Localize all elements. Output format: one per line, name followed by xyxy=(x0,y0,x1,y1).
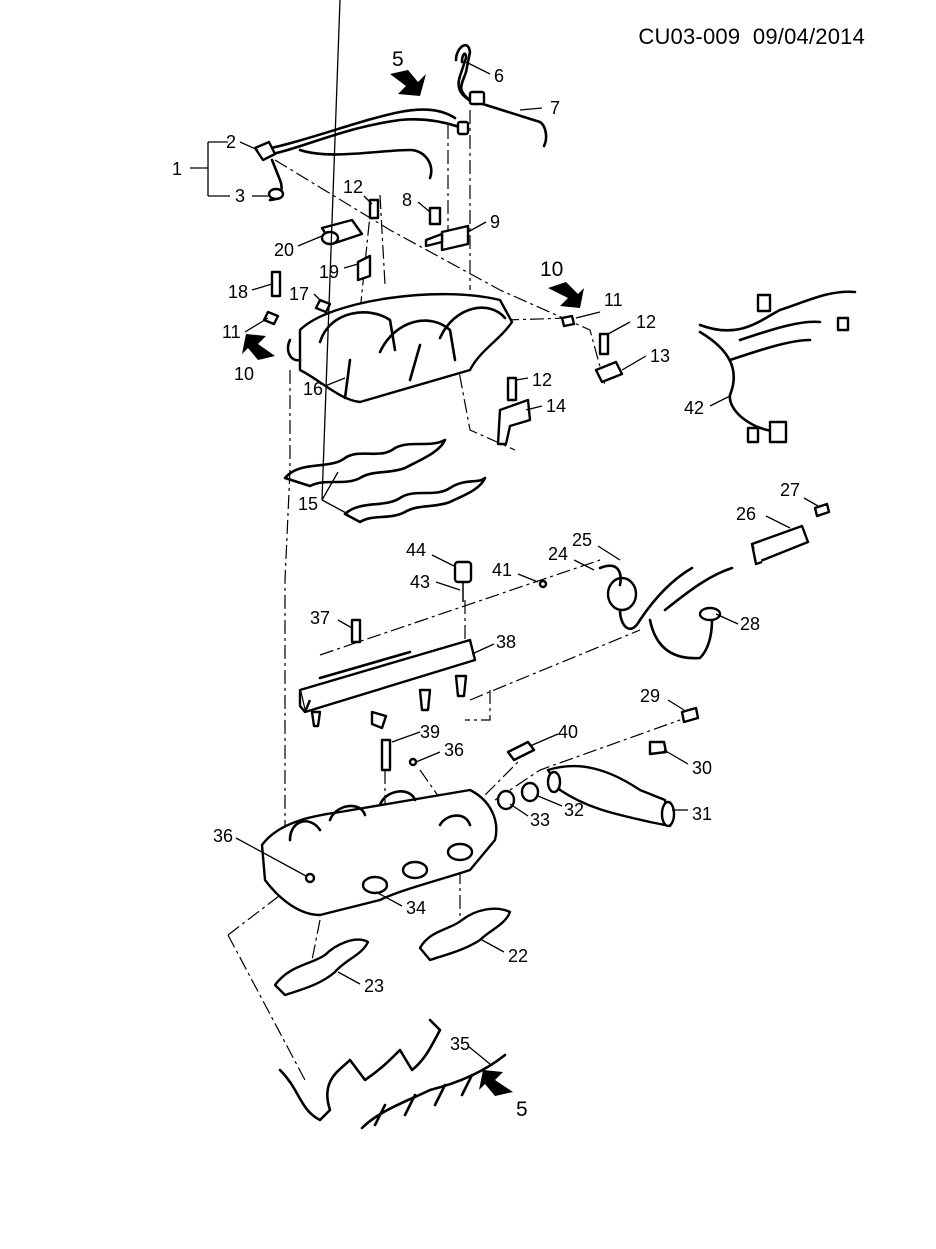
callout-25: 25 xyxy=(572,530,592,550)
callout-35: 35 xyxy=(450,1034,470,1054)
callout-39: 39 xyxy=(420,722,440,742)
lower-gasket-set xyxy=(278,1018,507,1130)
callout-10-right: 10 xyxy=(540,258,563,281)
callout-40: 40 xyxy=(558,722,578,742)
fuel-rail-assembly xyxy=(298,560,548,730)
callout-42: 42 xyxy=(684,398,704,418)
callout-36-mid: 36 xyxy=(444,740,464,760)
callout-23: 23 xyxy=(364,976,384,996)
callout-5-top: 5 xyxy=(392,48,404,71)
vacuum-hose-assembly xyxy=(253,108,470,202)
side-brackets xyxy=(496,314,624,446)
callout-14: 14 xyxy=(546,396,566,416)
callout-30: 30 xyxy=(692,758,712,778)
diagram-date: 09/04/2014 xyxy=(752,24,865,49)
callout-33: 33 xyxy=(530,810,550,830)
callout-22: 22 xyxy=(508,946,528,966)
diagram-code: CU03-009 xyxy=(638,24,741,49)
callout-26: 26 xyxy=(736,504,756,524)
plenum-gaskets xyxy=(283,438,487,524)
egr-tube xyxy=(496,706,700,828)
callout-8: 8 xyxy=(402,190,412,210)
callout-29: 29 xyxy=(640,686,660,706)
callout-9: 9 xyxy=(490,212,500,232)
callout-34: 34 xyxy=(406,898,426,918)
callout-10-left: 10 xyxy=(234,364,254,384)
upper-intake-plenum xyxy=(286,292,514,404)
manifold-gaskets xyxy=(273,907,512,997)
callout-38: 38 xyxy=(496,632,516,652)
view-arrow-10-left xyxy=(242,334,275,360)
view-arrow-5-bottom xyxy=(479,1070,513,1096)
callout-36-left: 36 xyxy=(213,826,233,846)
view-arrow-5-top xyxy=(390,70,426,96)
callout-6: 6 xyxy=(494,66,504,86)
callout-43: 43 xyxy=(410,572,430,592)
view-arrow-10-right xyxy=(548,282,584,308)
callout-17: 17 xyxy=(289,284,309,304)
callout-28: 28 xyxy=(740,614,760,634)
wiring-harness xyxy=(698,290,857,444)
callout-19: 19 xyxy=(319,262,339,282)
fuel-lines xyxy=(598,502,831,660)
callout-12-right: 12 xyxy=(636,312,656,332)
callout-labels: 1 2 3 5 5 6 7 8 9 10 10 11 11 12 12 12 1… xyxy=(172,48,800,1121)
lower-intake-manifold xyxy=(260,738,498,917)
pcv-hose xyxy=(454,43,548,148)
callout-20: 20 xyxy=(274,240,294,260)
direction-arrows xyxy=(242,70,584,1096)
callout-16: 16 xyxy=(303,379,323,399)
callout-24: 24 xyxy=(548,544,568,564)
callout-11-left: 11 xyxy=(222,322,241,342)
callout-15: 15 xyxy=(298,494,318,514)
callout-44: 44 xyxy=(406,540,426,560)
callout-11-right: 11 xyxy=(604,290,623,310)
callout-18: 18 xyxy=(228,282,248,302)
callout-12-mid: 12 xyxy=(532,370,552,390)
callout-3: 3 xyxy=(235,186,245,206)
callout-41: 41 xyxy=(492,560,512,580)
callout-13: 13 xyxy=(650,346,670,366)
callout-27: 27 xyxy=(780,480,800,500)
callout-2: 2 xyxy=(226,132,236,152)
leader-lines xyxy=(190,0,819,1065)
diagram-header: CU03-009 09/04/2014 xyxy=(560,24,865,50)
hose-bracket xyxy=(424,206,470,252)
callout-7: 7 xyxy=(550,98,560,118)
callout-31: 31 xyxy=(692,804,712,824)
callout-37: 37 xyxy=(310,608,330,628)
callout-5-bottom: 5 xyxy=(516,1098,528,1121)
callout-32: 32 xyxy=(564,800,584,820)
callout-12-top: 12 xyxy=(343,177,363,197)
callout-1: 1 xyxy=(172,159,182,179)
